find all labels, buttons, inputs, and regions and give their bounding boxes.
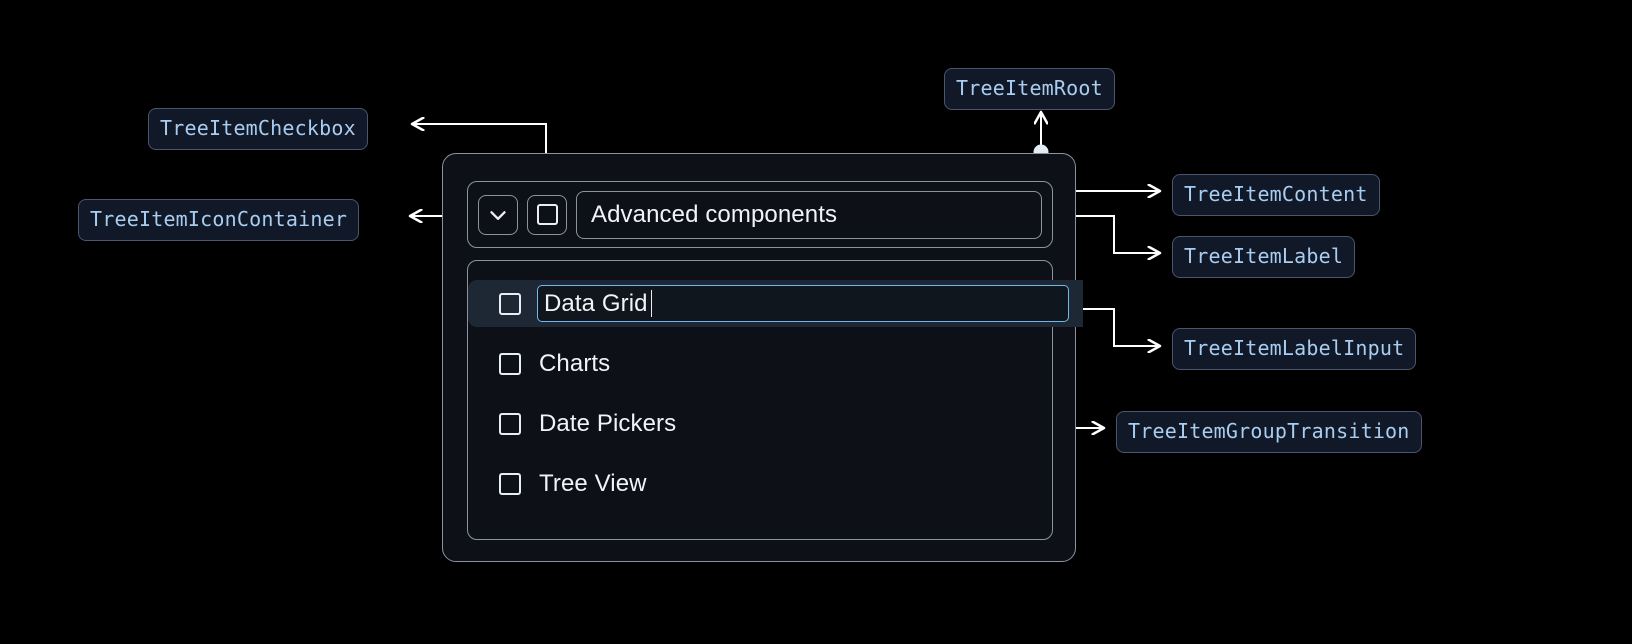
treeitem-root[interactable]: Advanced components Data Grid Charts Dat… bbox=[442, 153, 1083, 562]
annotation-label: TreeItemLabelInput bbox=[1184, 336, 1405, 360]
treeitem-label-input-value: Data Grid bbox=[544, 289, 648, 317]
annotation-chip-treeitemgrouptransition: TreeItemGroupTransition bbox=[1116, 411, 1422, 453]
annotation-chip-treeitemroot: TreeItemRoot bbox=[944, 68, 1115, 110]
annotation-label: TreeItemCheckbox bbox=[160, 116, 356, 140]
checkbox-square-icon[interactable] bbox=[499, 472, 521, 495]
tree-row-tree-view[interactable]: Tree View bbox=[468, 460, 1052, 507]
tree-row-label: Date Pickers bbox=[539, 409, 677, 437]
tree-row-label: Tree View bbox=[539, 469, 647, 497]
annotation-chip-treeitemcontent: TreeItemContent bbox=[1172, 174, 1380, 216]
treeitem-content[interactable]: Advanced components bbox=[467, 181, 1053, 248]
checkbox-square-icon[interactable] bbox=[499, 352, 521, 375]
annotation-chip-treeitemcheckbox: TreeItemCheckbox bbox=[148, 108, 368, 150]
annotation-label: TreeItemLabel bbox=[1184, 244, 1344, 268]
checkbox-square-icon[interactable] bbox=[499, 292, 521, 315]
treeitem-label-text: Advanced components bbox=[591, 200, 838, 228]
chevron-down-icon bbox=[485, 202, 511, 228]
tree-row-label: Charts bbox=[539, 349, 611, 377]
annotation-chip-treeitemiconcontainer: TreeItemIconContainer bbox=[78, 199, 360, 241]
checkbox-square-icon[interactable] bbox=[499, 412, 521, 435]
treeitem-label-input[interactable]: Data Grid bbox=[537, 285, 1069, 322]
annotation-chip-treeitemlabelinput: TreeItemLabelInput bbox=[1172, 328, 1417, 370]
tree-row-charts[interactable]: Charts bbox=[468, 340, 1052, 387]
tree-row-date-pickers[interactable]: Date Pickers bbox=[468, 400, 1052, 447]
treeitem-label[interactable]: Advanced components bbox=[576, 190, 1042, 239]
treeitem-checkbox[interactable] bbox=[527, 194, 567, 235]
annotation-label: TreeItemGroupTransition bbox=[1128, 419, 1410, 443]
annotation-chip-treeitemlabel: TreeItemLabel bbox=[1172, 236, 1356, 278]
checkbox-square-icon bbox=[536, 204, 558, 225]
annotation-label: TreeItemRoot bbox=[956, 76, 1103, 100]
text-caret bbox=[650, 290, 653, 317]
annotation-label: TreeItemContent bbox=[1184, 182, 1368, 206]
annotation-label: TreeItemIconContainer bbox=[90, 207, 348, 231]
tree-row-data-grid[interactable]: Data Grid bbox=[468, 280, 1083, 327]
treeitem-group-transition: Data Grid Charts Date Pickers Tree View bbox=[467, 260, 1083, 540]
treeitem-icon-container[interactable] bbox=[478, 194, 518, 235]
